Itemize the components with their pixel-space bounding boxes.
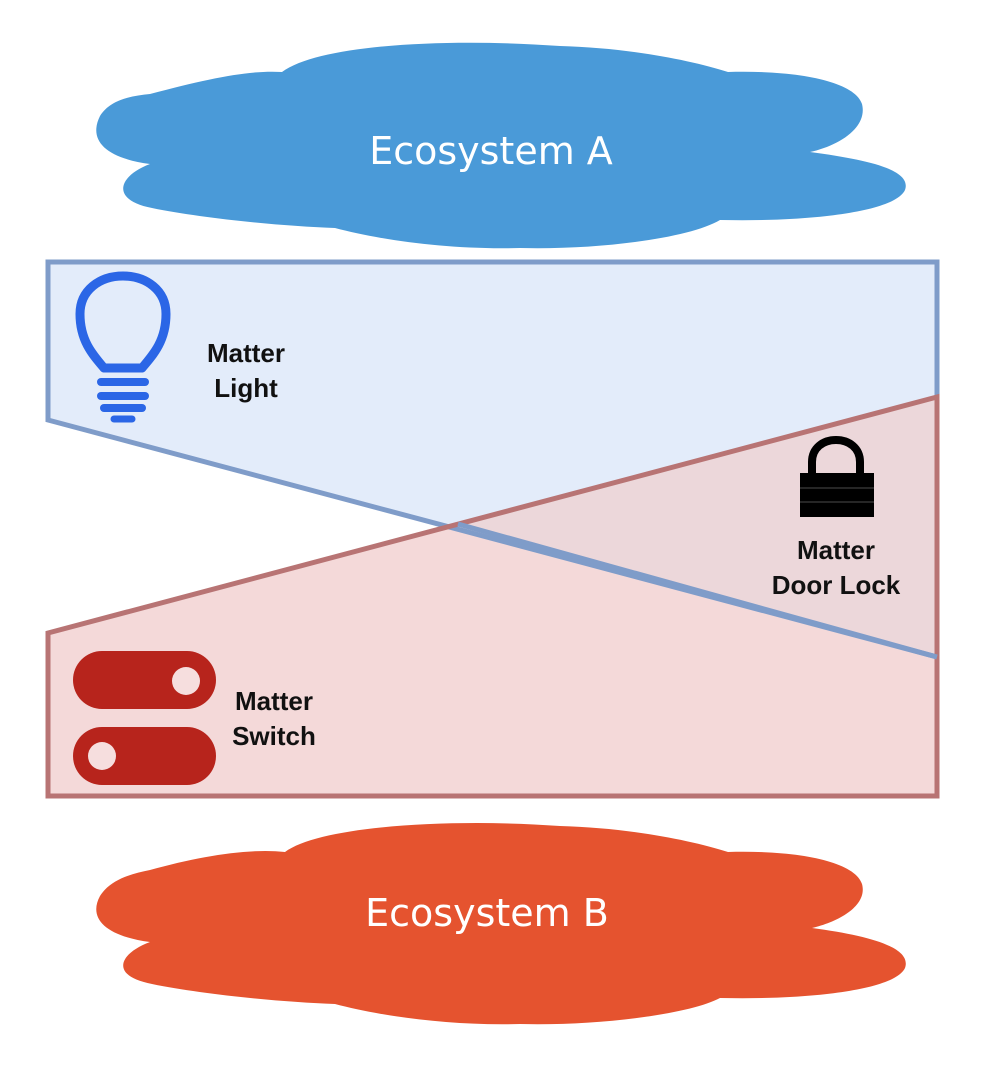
ecosystem-a-cloud-shape [96,42,906,249]
matter-door-lock-label: Matter [797,535,875,565]
matter-door-lock-device: Matter Door Lock [772,435,901,600]
shared-overlap-region [458,397,937,657]
ecosystem-b-label: Ecosystem B [365,891,609,935]
ecosystem-b-cloud-shape [96,823,906,1025]
ecosystem-a-label: Ecosystem A [369,129,613,173]
matter-door-lock-label-line2: Door Lock [772,570,901,600]
toggle-switch-icon [73,651,216,785]
padlock-icon [800,435,874,517]
lightbulb-icon [75,271,171,423]
ecosystem-b-region-border [45,393,940,799]
ecosystem-a-diagonal-edge [457,521,938,660]
matter-light-label-line2: Light [214,373,278,403]
ecosystem-a-cloud: Ecosystem A [96,42,906,249]
matter-switch-device: Matter Switch [73,651,316,785]
matter-switch-label-line2: Switch [232,721,316,751]
matter-switch-label: Matter [235,686,313,716]
ecosystem-b-cloud: Ecosystem B [96,823,906,1025]
matter-light-label: Matter [207,338,285,368]
matter-light-device: Matter Light [75,271,285,423]
